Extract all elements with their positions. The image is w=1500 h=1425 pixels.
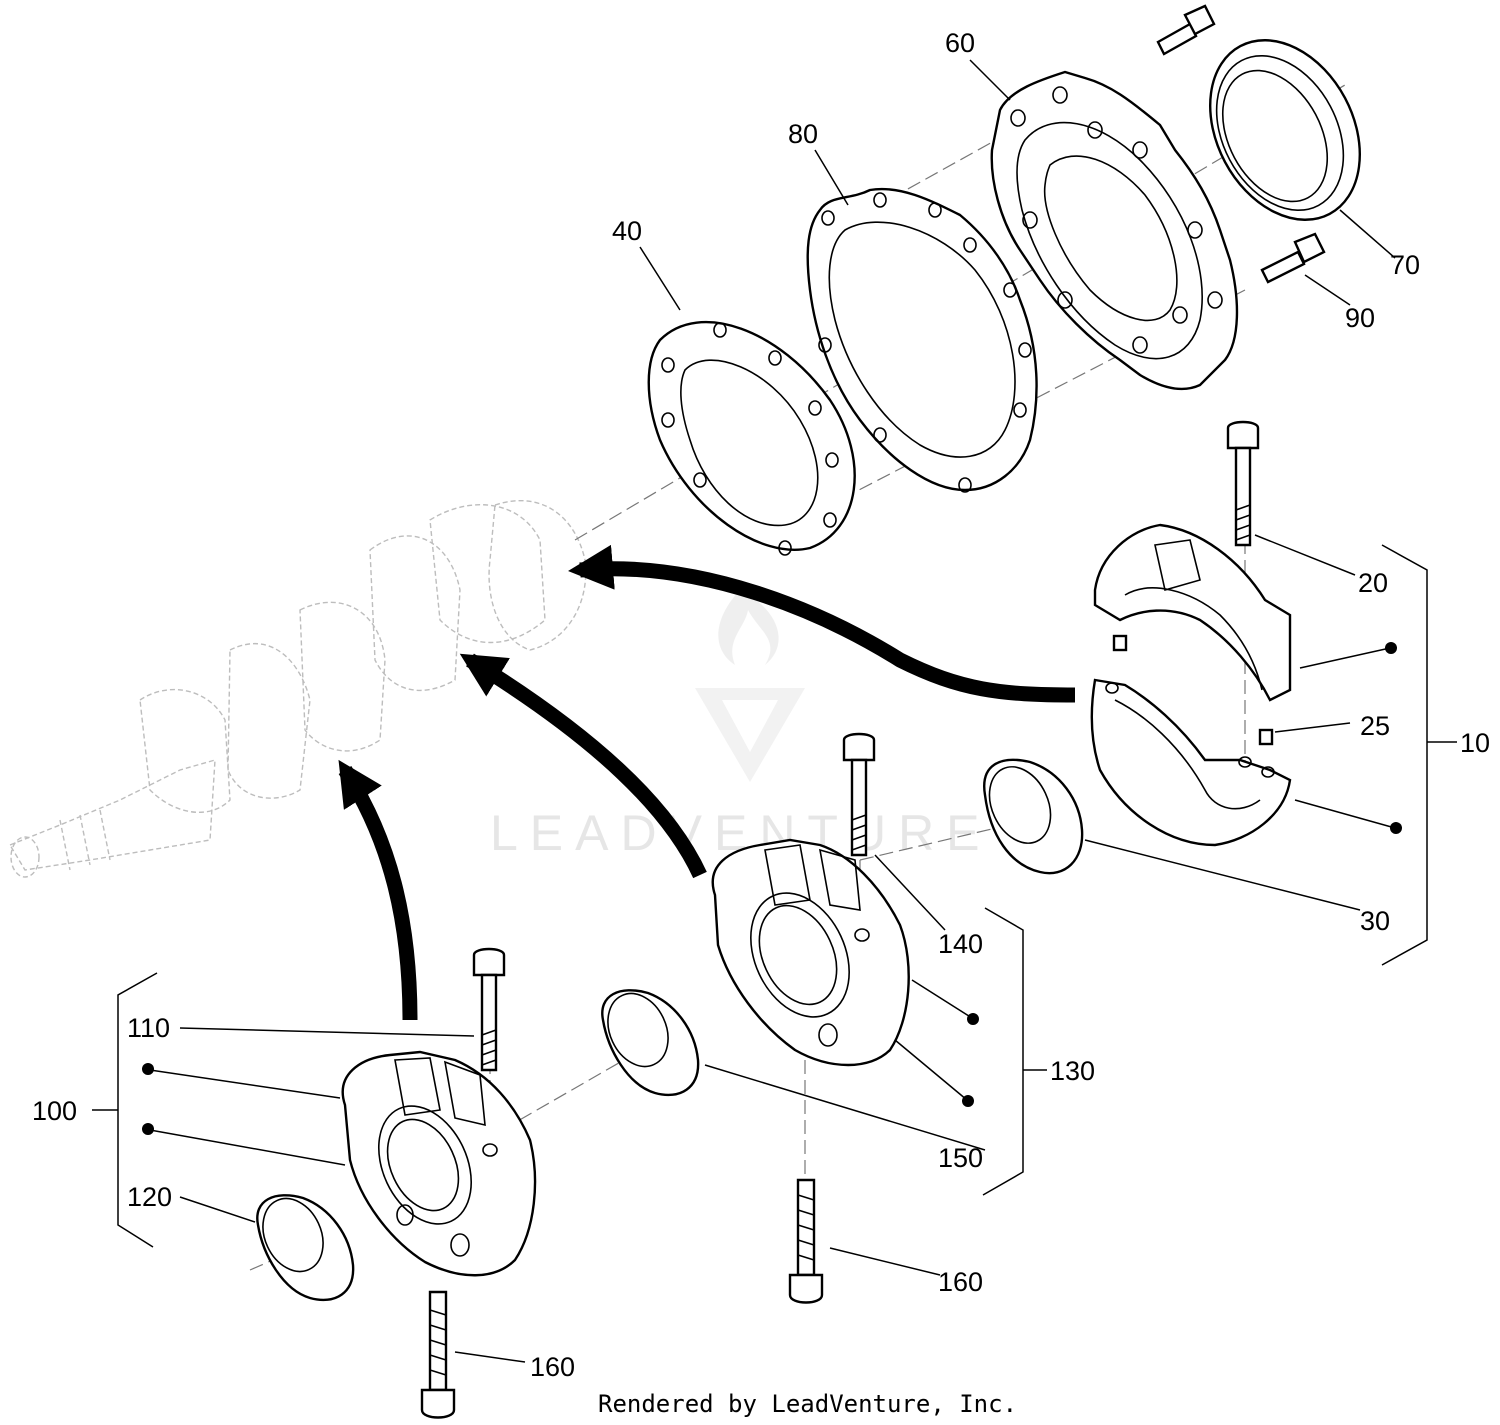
- leader-dots: [142, 642, 1402, 1135]
- callout-100: 100: [32, 1096, 77, 1126]
- part-40-plate: [647, 320, 856, 556]
- part-20-upper-cap: [1093, 523, 1292, 702]
- part-80-gasket: [806, 187, 1038, 493]
- part-60-holes: [1010, 86, 1223, 354]
- assembly-arrows: [338, 544, 1076, 1021]
- callout-90: 90: [1345, 303, 1375, 333]
- part-160-bolt-middle: [788, 1178, 824, 1304]
- callout-160-middle: 160: [938, 1267, 983, 1297]
- callout-120: 120: [127, 1182, 172, 1212]
- footer-credit: Rendered by LeadVenture, Inc.: [598, 1390, 1017, 1418]
- part-30-lower-cap: [1090, 678, 1292, 847]
- arrow-cap-100: [338, 759, 418, 1021]
- callout-110: 110: [127, 1013, 170, 1043]
- bracket-10: [1381, 544, 1428, 966]
- part-20-bolt: [1226, 420, 1260, 547]
- callout-130: 130: [1050, 1056, 1095, 1086]
- callout-25: 25: [1360, 711, 1390, 741]
- callout-30: 30: [1360, 906, 1390, 936]
- arrow-cap-130: [459, 653, 707, 879]
- part-90-bolt-top: [1156, 4, 1216, 56]
- part-150-bearing: [601, 989, 700, 1097]
- arrow-cap-10: [568, 544, 1076, 703]
- part-160-bolt-bottom: [420, 1290, 456, 1419]
- bracket-100: [117, 972, 158, 1248]
- leader-lines: [92, 59, 1457, 1363]
- part-60-housing: [990, 70, 1239, 391]
- callout-10: 10: [1460, 728, 1490, 758]
- part-130-cap: [711, 838, 910, 1067]
- centerline-9: [449, 1044, 651, 1161]
- callout-80: 80: [788, 119, 818, 149]
- part-70-seal: [1209, 39, 1361, 221]
- callout-40: 40: [612, 216, 642, 246]
- callout-70: 70: [1390, 250, 1420, 280]
- part-110-bolt: [472, 947, 506, 1072]
- part-120-bearing: [256, 1194, 355, 1302]
- part-80-holes: [818, 192, 1032, 493]
- part-30-bearing: [983, 758, 1084, 875]
- watermark-logo: [695, 590, 805, 782]
- bracket-130: [982, 907, 1024, 1196]
- callout-160-bottom: 160: [530, 1352, 575, 1382]
- part-90-bolt-right: [1260, 232, 1326, 284]
- callout-140: 140: [938, 929, 983, 959]
- centerline-3: [829, 289, 1246, 506]
- part-140-bolt: [842, 732, 876, 857]
- callout-20: 20: [1358, 568, 1388, 598]
- part-40-holes: [661, 322, 839, 556]
- callout-150: 150: [938, 1143, 983, 1173]
- part-100-cap: [341, 1050, 537, 1277]
- callout-60: 60: [945, 28, 975, 58]
- part-25-dowel-pins: [1112, 634, 1274, 746]
- crankshaft-ghost: [8, 500, 587, 878]
